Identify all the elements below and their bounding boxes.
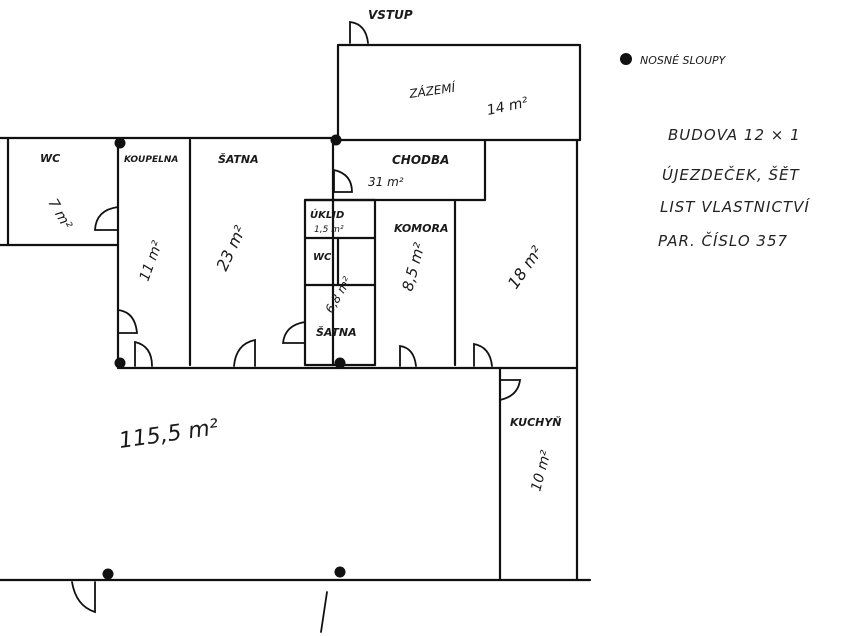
entrance-label: VSTUP — [368, 8, 413, 22]
room-komora-area: 8,5 m² — [398, 241, 428, 293]
room-koupelna-area: 11 m² — [137, 239, 166, 284]
room-satna-area: 23 m² — [212, 222, 250, 274]
note-line-1: BUDOVA 12 × 1 — [668, 126, 801, 144]
room-uklid-area: 1,5 m² — [314, 225, 344, 235]
interior-walls — [116, 138, 579, 582]
legend-label: NOSNÉ SLOUPY — [640, 54, 727, 67]
room-chodba-area: 31 m² — [368, 175, 404, 189]
room-satna-small-name: ŠATNA — [316, 325, 357, 339]
building-note: BUDOVA 12 × 1 ÚJEZDEČEK, ŠĚT LIST VLASTN… — [658, 126, 810, 250]
room-wc-left-name: WC — [40, 152, 60, 165]
room-kuchyn-name: KUCHYŇ — [510, 415, 562, 429]
legend: NOSNÉ SLOUPY — [620, 53, 727, 67]
column — [334, 357, 346, 369]
column — [330, 134, 342, 146]
columns — [102, 134, 346, 580]
room-zazemi-name: ZÁZEMÍ — [407, 79, 457, 101]
note-line-4: PAR. ČÍSLO 357 — [658, 231, 788, 250]
room-uklid-name: ÚKLID — [310, 208, 344, 221]
room-kuchyn-area: 10 m² — [528, 448, 554, 493]
room-satna-small-area: 6,8 m² — [322, 274, 354, 315]
room-chodba-name: CHODBA — [392, 153, 449, 167]
room-zazemi-area: 14 m² — [486, 95, 530, 119]
room-komora-name: KOMORA — [394, 222, 448, 235]
doors — [71, 20, 522, 633]
note-line-2: ÚJEZDEČEK, ŠĚT — [662, 165, 801, 184]
column — [114, 137, 126, 149]
column — [334, 566, 346, 578]
outer-walls — [0, 43, 592, 582]
note-line-3: LIST VLASTNICTVÍ — [660, 197, 810, 216]
column — [114, 357, 126, 369]
room-main-hall-area: 115,5 m² — [117, 415, 220, 454]
room-wc-left-area: 7 m² — [45, 196, 75, 233]
room-koupelna-name: KOUPELNA — [124, 155, 178, 165]
room-wc-small-name: WC — [313, 252, 332, 263]
room-18-area: 18 m² — [504, 242, 547, 292]
room-satna-name: ŠATNA — [218, 152, 259, 166]
column — [102, 568, 114, 580]
column-legend-icon — [620, 53, 632, 65]
